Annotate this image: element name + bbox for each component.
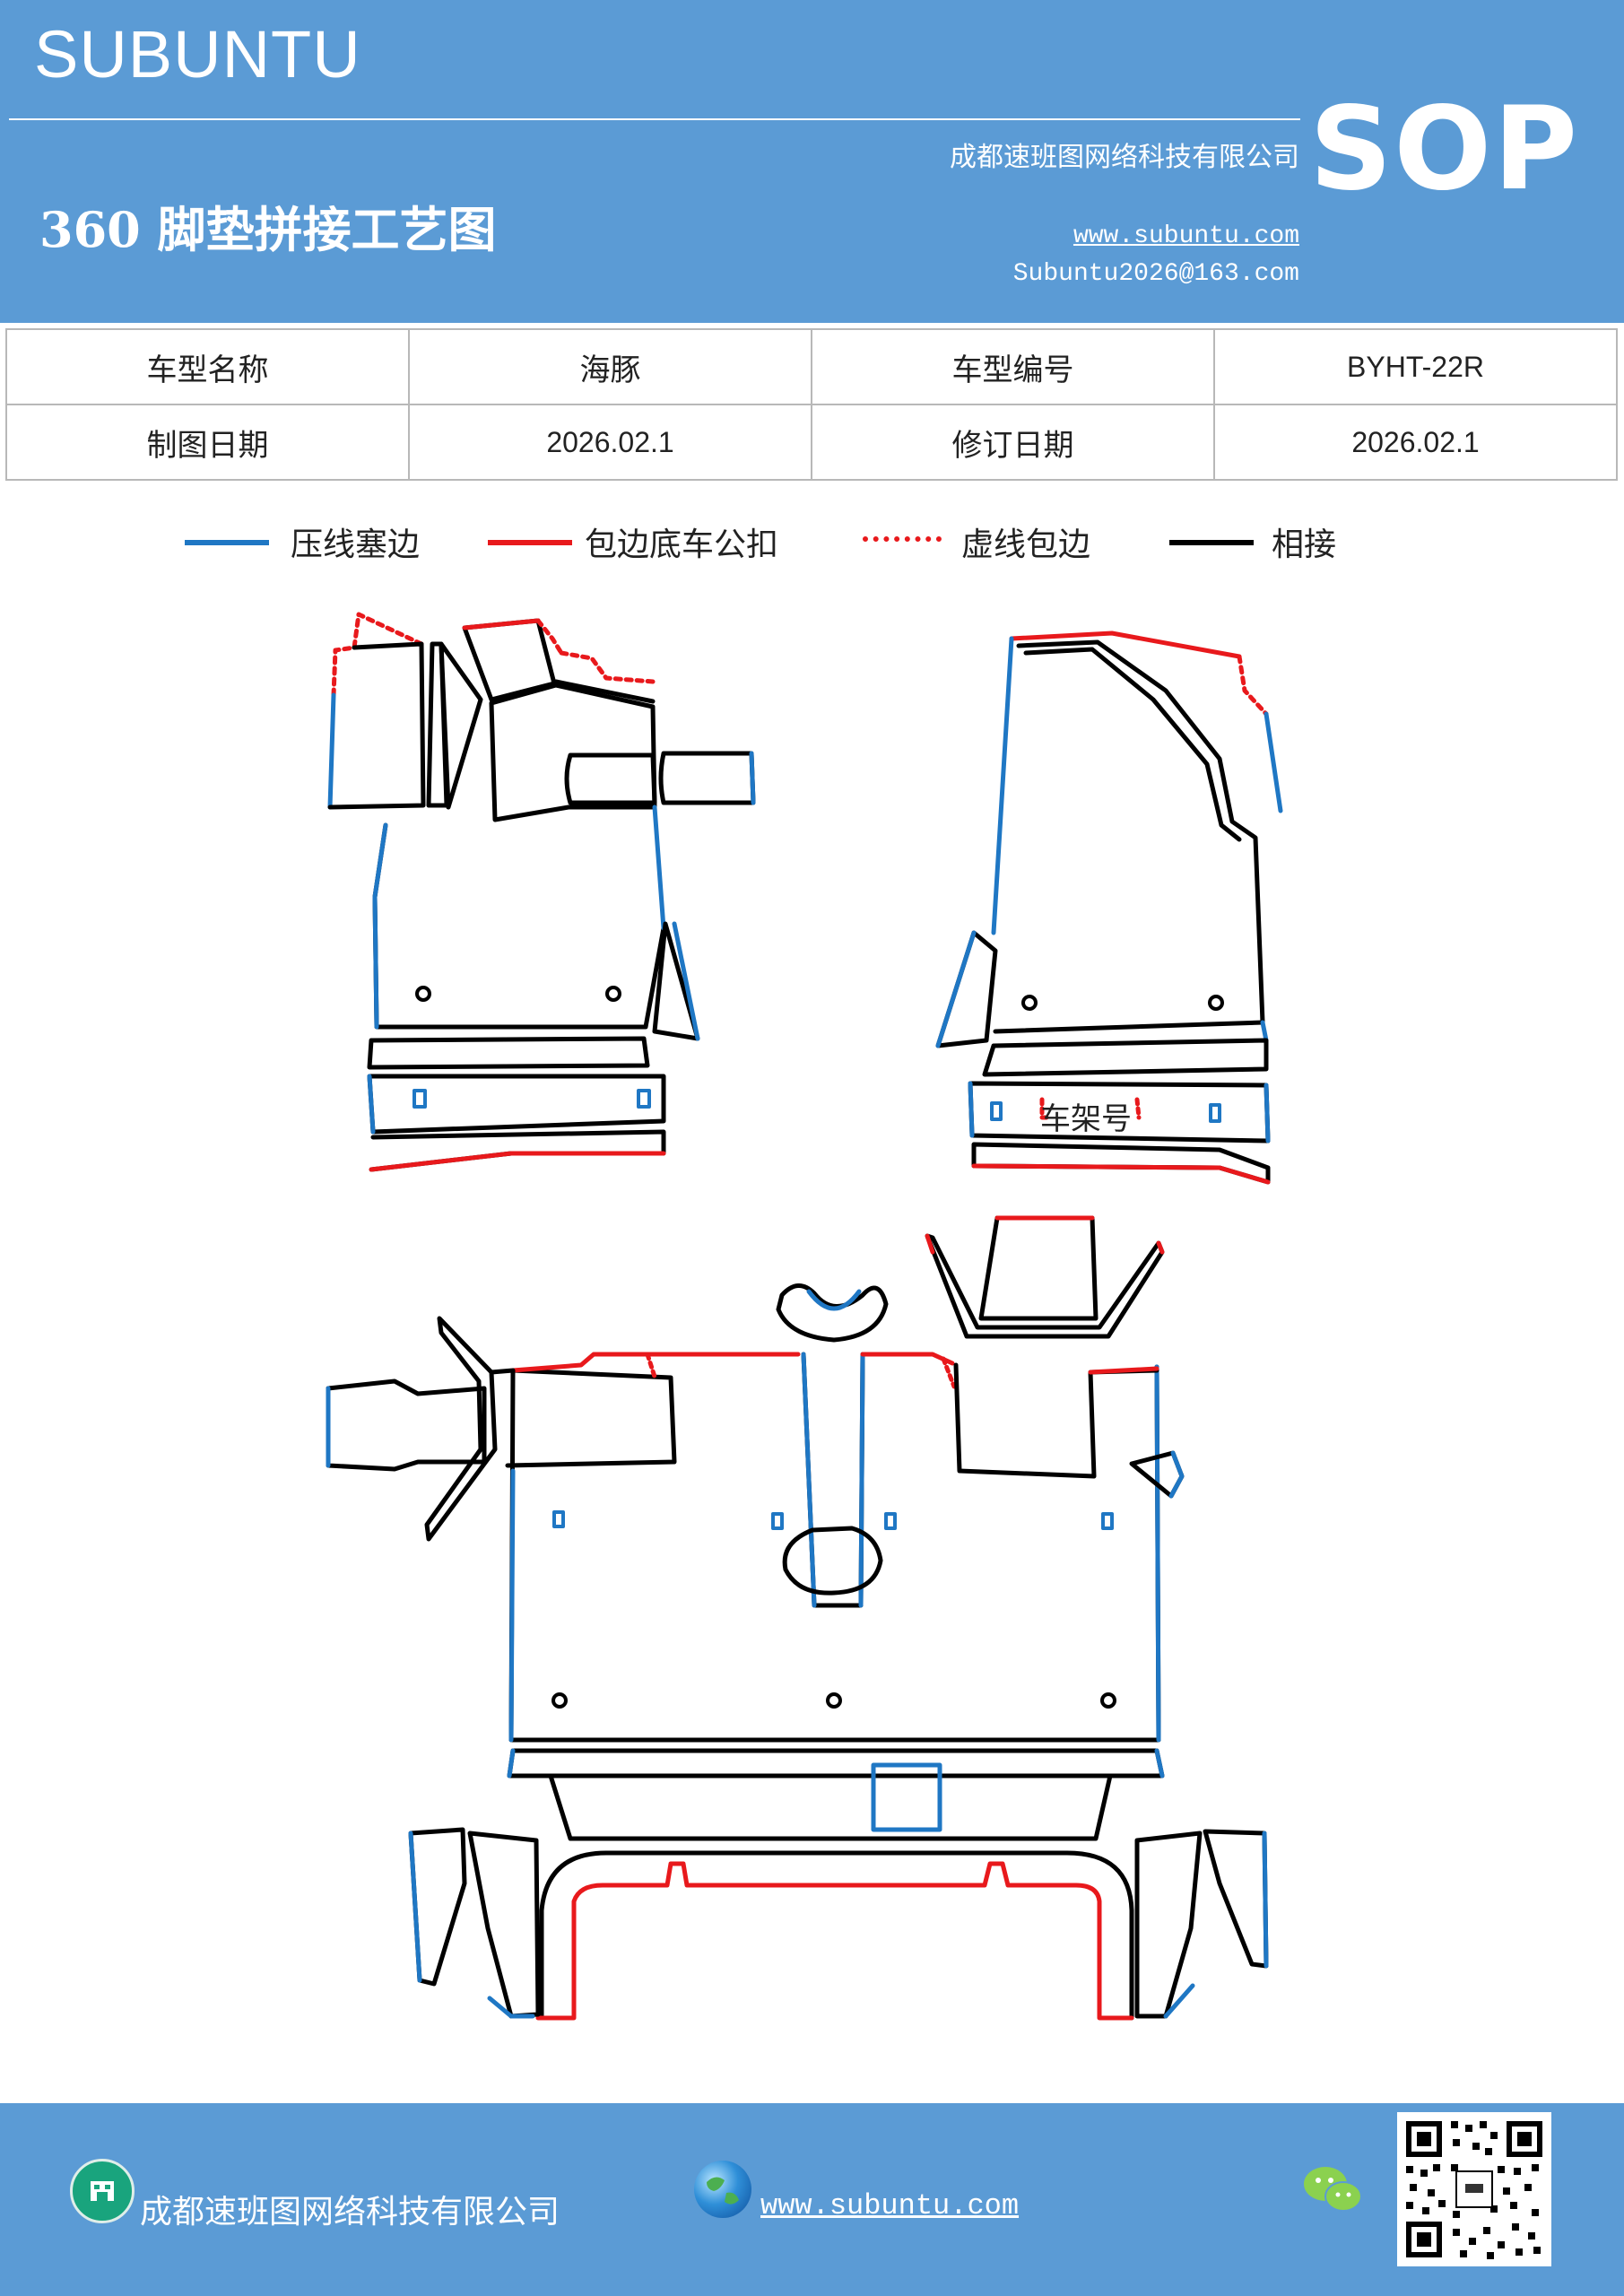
globe-icon xyxy=(694,2161,751,2218)
rear-mat xyxy=(326,1215,1269,2021)
header-email[interactable]: Subuntu2026@163.com xyxy=(1012,260,1299,288)
revision-date-value: 2026.02.1 xyxy=(1213,404,1618,481)
right-front-mat xyxy=(935,631,1283,1185)
legend-label: 压线塞边 xyxy=(291,526,421,563)
company-icon xyxy=(70,2159,135,2223)
draw-date-label: 制图日期 xyxy=(5,404,410,481)
legend-swatch xyxy=(863,536,942,542)
vin-label: 车架号 xyxy=(1040,1101,1132,1137)
legend-swatch xyxy=(488,540,572,545)
mat-pieces-drawing xyxy=(326,612,1283,2021)
footer-website-link[interactable]: www.subuntu.com xyxy=(760,2189,1020,2222)
legend-label: 虚线包边 xyxy=(961,526,1091,563)
vehicle-info-table: 车型名称 海豚 车型编号 BYHT-22R 制图日期 2026.02.1 修订日… xyxy=(5,328,1618,481)
floor-mat-diagram: 车架号 xyxy=(0,592,1624,2045)
page-header: SUBUNTU 成都速班图网络科技有限公司 360 脚垫拼接工艺图 www.su… xyxy=(0,0,1624,323)
header-divider xyxy=(9,118,1300,120)
line-legend: 压线塞边 包边底车公扣 虚线包边 相接 xyxy=(0,518,1624,581)
page-footer: 成都速班图网络科技有限公司 www.subuntu.com xyxy=(0,2103,1624,2296)
legend-swatch xyxy=(185,540,269,545)
model-code-label: 车型编号 xyxy=(811,328,1215,405)
revision-date-label: 修订日期 xyxy=(811,404,1215,481)
legend-swatch xyxy=(1169,540,1254,545)
table-row: 车型名称 海豚 车型编号 BYHT-22R xyxy=(5,328,1618,405)
wechat-icon[interactable] xyxy=(1302,2162,1365,2216)
draw-date-value: 2026.02.1 xyxy=(408,404,812,481)
legend-label: 相接 xyxy=(1272,526,1337,563)
footer-company-name: 成都速班图网络科技有限公司 xyxy=(140,2194,560,2231)
model-name-value: 海豚 xyxy=(408,328,812,405)
model-code-value: BYHT-22R xyxy=(1213,328,1618,405)
table-row: 制图日期 2026.02.1 修订日期 2026.02.1 xyxy=(5,404,1618,481)
header-company-name: 成都速班图网络科技有限公司 xyxy=(950,142,1299,173)
legend-label: 包边底车公扣 xyxy=(585,526,779,563)
document-title: 360 脚垫拼接工艺图 xyxy=(39,201,497,258)
brand-name: SUBUNTU xyxy=(34,17,361,91)
qr-code xyxy=(1397,2112,1551,2266)
left-front-mat xyxy=(327,612,756,1172)
model-name-label: 车型名称 xyxy=(5,328,410,405)
header-website-link[interactable]: www.subuntu.com xyxy=(1073,222,1299,250)
sop-badge: SOP xyxy=(1309,83,1579,216)
